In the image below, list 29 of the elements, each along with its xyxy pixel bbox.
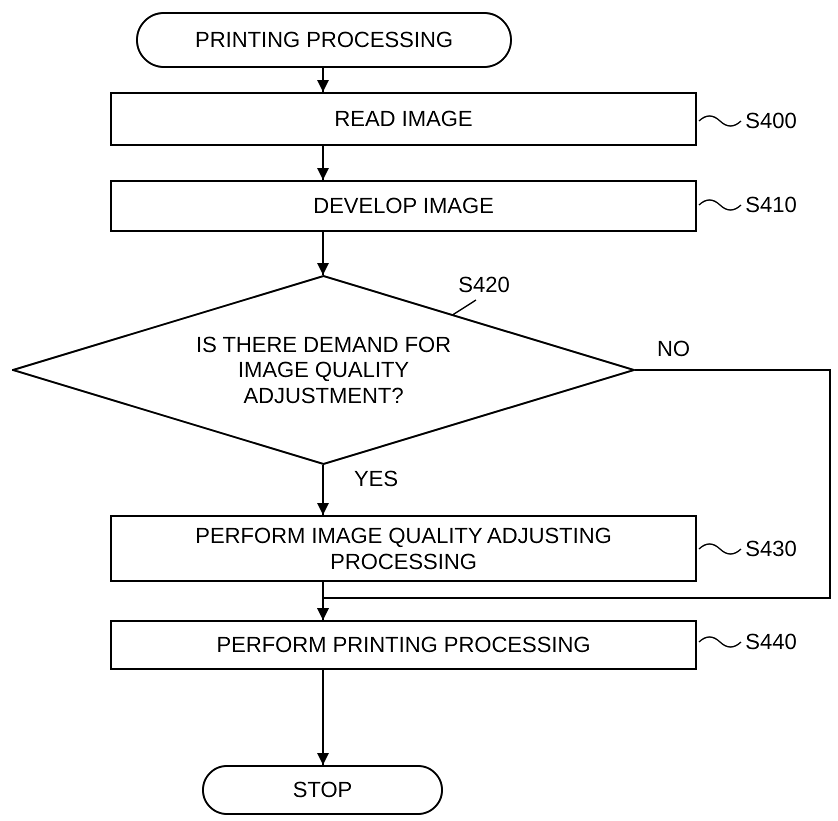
arrow bbox=[317, 582, 329, 620]
node-text: PERFORM PRINTING PROCESSING bbox=[216, 632, 591, 658]
node-text: PRINTING PROCESSING bbox=[195, 27, 453, 53]
leader-line bbox=[698, 199, 742, 211]
terminal-box bbox=[202, 765, 443, 815]
arrow bbox=[317, 232, 329, 275]
leader-line bbox=[698, 115, 742, 127]
process-box bbox=[110, 620, 697, 670]
step-label: S430 bbox=[745, 536, 797, 562]
step-label: S420 bbox=[458, 272, 510, 298]
node-text: READ IMAGE bbox=[334, 106, 473, 132]
leader-line bbox=[698, 543, 742, 555]
leader-line bbox=[698, 636, 742, 648]
process-box bbox=[110, 515, 697, 582]
step-label: S410 bbox=[745, 192, 797, 218]
node-text: DEVELOP IMAGE bbox=[313, 193, 494, 219]
node-text: STOP bbox=[292, 777, 352, 803]
step-label: S440 bbox=[745, 629, 797, 655]
leader-line bbox=[452, 299, 476, 316]
decision-diamond bbox=[12, 275, 635, 465]
node-text: IS THERE DEMAND FOR IMAGE QUALITY ADJUSTMENT? bbox=[194, 332, 452, 408]
arrow bbox=[317, 670, 329, 765]
process-box bbox=[110, 180, 697, 232]
process-box bbox=[110, 92, 697, 146]
arrow bbox=[317, 68, 329, 92]
arrow bbox=[317, 146, 329, 180]
arrow bbox=[317, 465, 329, 515]
step-label: S400 bbox=[745, 108, 797, 134]
node-text: PERFORM IMAGE QUALITY ADJUSTING PROCESSING bbox=[194, 523, 613, 574]
